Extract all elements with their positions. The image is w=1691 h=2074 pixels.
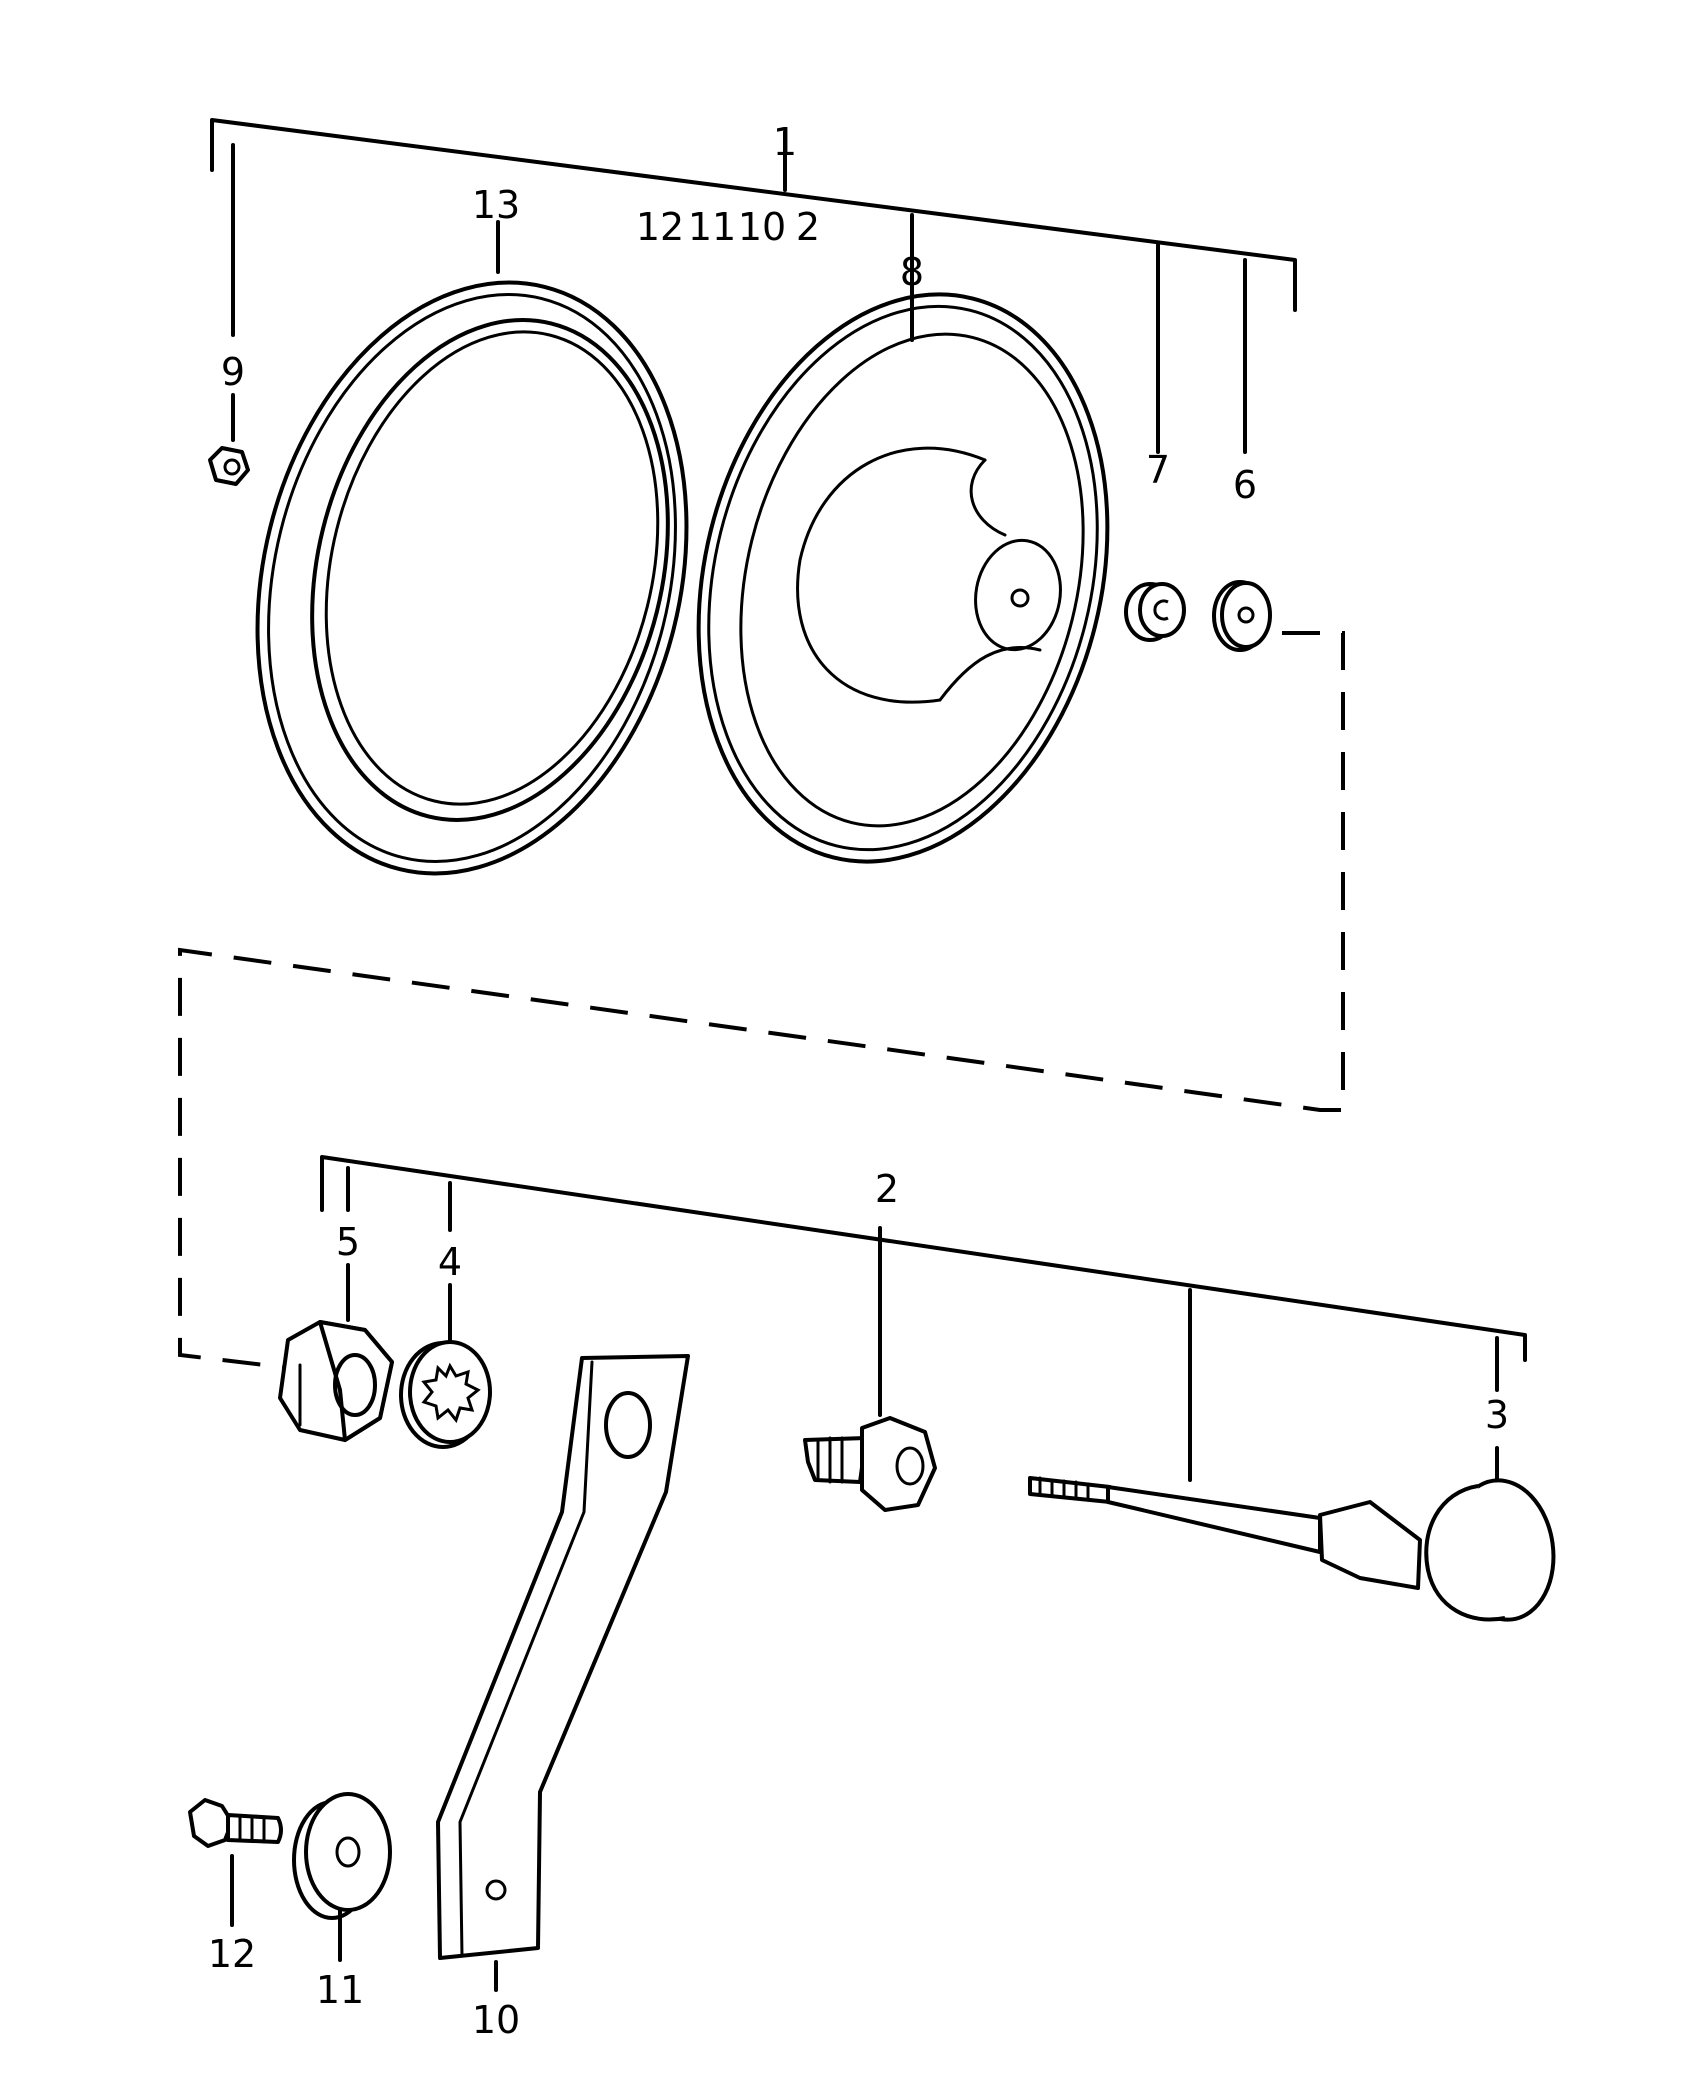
bolt-item-12 [188, 1798, 283, 1927]
washer-item-11 [292, 1792, 392, 1962]
lock-washer-item-4 [399, 1340, 492, 1449]
callout-5: 5 [336, 1220, 360, 1264]
callout-11: 11 [316, 1968, 364, 2012]
callout-9: 9 [221, 350, 245, 394]
callout-13: 13 [472, 183, 520, 227]
callout-12: 12 [208, 1932, 256, 1976]
callout-4: 4 [438, 1240, 462, 1284]
group-2-bracket [320, 1155, 1527, 1482]
callout-6: 6 [1233, 463, 1257, 507]
knob-item-3 [1028, 1476, 1556, 1622]
callout-7: 7 [1146, 448, 1170, 492]
subitem-12: 12 [636, 205, 684, 249]
group-1-bracket [210, 118, 1297, 454]
subitem-10: 10 [738, 205, 786, 249]
subitem-11: 11 [688, 205, 736, 249]
dashed-connector [178, 631, 1345, 1370]
trim-ring-item-13 [255, 280, 689, 876]
callout-3: 3 [1485, 1393, 1509, 1437]
callout-1: 1 [773, 120, 797, 164]
subitem-2: 2 [796, 205, 820, 249]
washer-item-6 [1212, 580, 1272, 652]
nut-item-9 [208, 446, 250, 486]
bolt-item-2 [803, 1416, 937, 1512]
horn-item-8 [696, 292, 1110, 864]
grommet-item-7 [1124, 582, 1186, 642]
nut-item-5 [278, 1320, 394, 1442]
callout-10: 10 [472, 1998, 520, 2042]
group-1-subitems: 12 11 10 2 [636, 205, 820, 249]
callout-8: 8 [900, 250, 924, 294]
callout-2: 2 [875, 1167, 899, 1211]
bracket-item-10 [436, 1354, 690, 1960]
